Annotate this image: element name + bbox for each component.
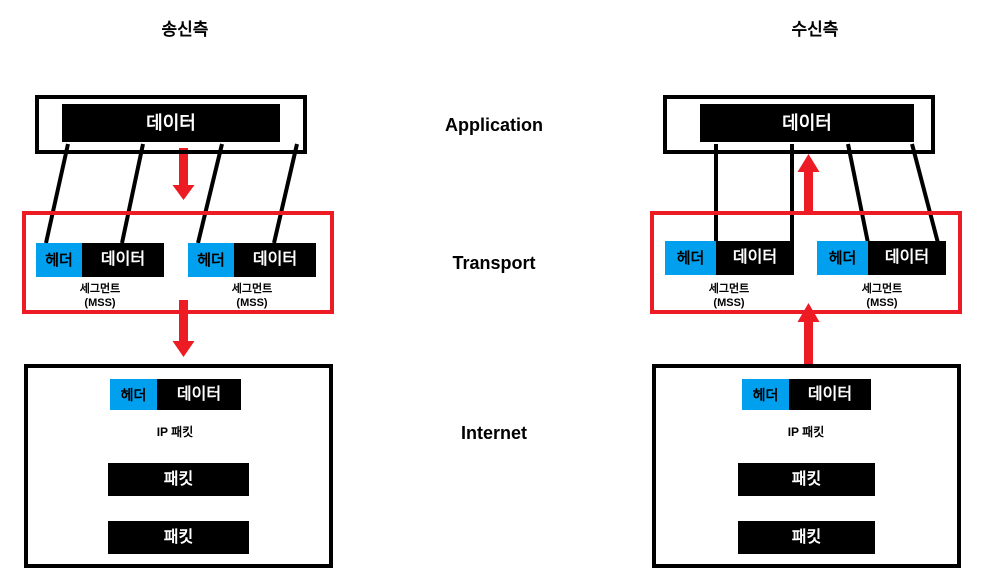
sender-segment-1-caption: 세그먼트 (MSS) (79, 283, 121, 309)
sender-segment-1-data: 데이터 (82, 243, 164, 277)
receiver-title: 수신측 (791, 20, 839, 39)
receiver-arrow-transport-to-app (797, 154, 820, 212)
receiver-packet-2: 패킷 (738, 521, 875, 554)
layer-label-internet: Internet (460, 423, 527, 443)
receiver-application-data-block: 데이터 (700, 104, 914, 142)
receiver-ip-packet-caption: IP 패킷 (787, 425, 825, 439)
sender-internet-frame (24, 364, 333, 568)
sender-segment-2-header: 헤더 (188, 243, 234, 277)
sender-segment-2-caption: 세그먼트 (MSS) (231, 283, 273, 309)
receiver-ip-packet-data: 데이터 (789, 379, 871, 410)
receiver-segment-2-header: 헤더 (817, 241, 868, 275)
receiver-transport-frame (650, 211, 962, 314)
sender-packet-2: 패킷 (108, 521, 249, 554)
receiver-packet-1: 패킷 (738, 463, 875, 496)
sender-ip-packet-data: 데이터 (157, 379, 241, 410)
sender-segment-1-header: 헤더 (36, 243, 82, 277)
sender-transport-frame (22, 211, 334, 314)
sender-ip-packet-caption: IP 패킷 (156, 425, 194, 439)
receiver-segment-1-caption: 세그먼트 (MSS) (708, 283, 750, 309)
receiver-application-frame (663, 95, 935, 154)
layer-label-transport: Transport (452, 253, 536, 273)
receiver-segment-2-caption: 세그먼트 (MSS) (861, 283, 903, 309)
receiver-segment-1-header: 헤더 (665, 241, 716, 275)
sender-application-data-block: 데이터 (62, 104, 280, 142)
receiver-segment-1-data: 데이터 (716, 241, 794, 275)
sender-application-frame (35, 95, 307, 154)
sender-title: 송신측 (161, 20, 209, 39)
sender-segment-2-data: 데이터 (234, 243, 316, 277)
receiver-segment-2-data: 데이터 (868, 241, 946, 275)
receiver-ip-packet-header: 헤더 (742, 379, 789, 410)
sender-packet-1: 패킷 (108, 463, 249, 496)
layer-label-application: Application (445, 115, 543, 135)
receiver-internet-frame (652, 364, 961, 568)
sender-ip-packet-header: 헤더 (110, 379, 157, 410)
sender-arrow-app-to-transport (172, 148, 195, 200)
